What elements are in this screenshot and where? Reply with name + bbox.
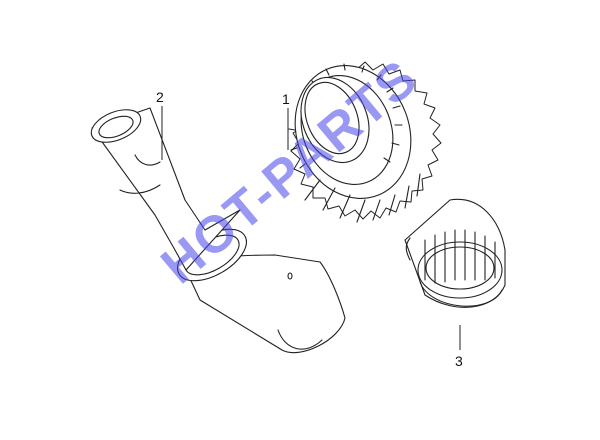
shaft-part [90,107,346,354]
callout-1: 1 [282,91,290,107]
callout-leaders [161,106,461,350]
callout-2: 2 [156,89,164,105]
gear-part [288,61,442,223]
callout-3: 3 [455,353,463,369]
sleeve-part [404,198,506,308]
